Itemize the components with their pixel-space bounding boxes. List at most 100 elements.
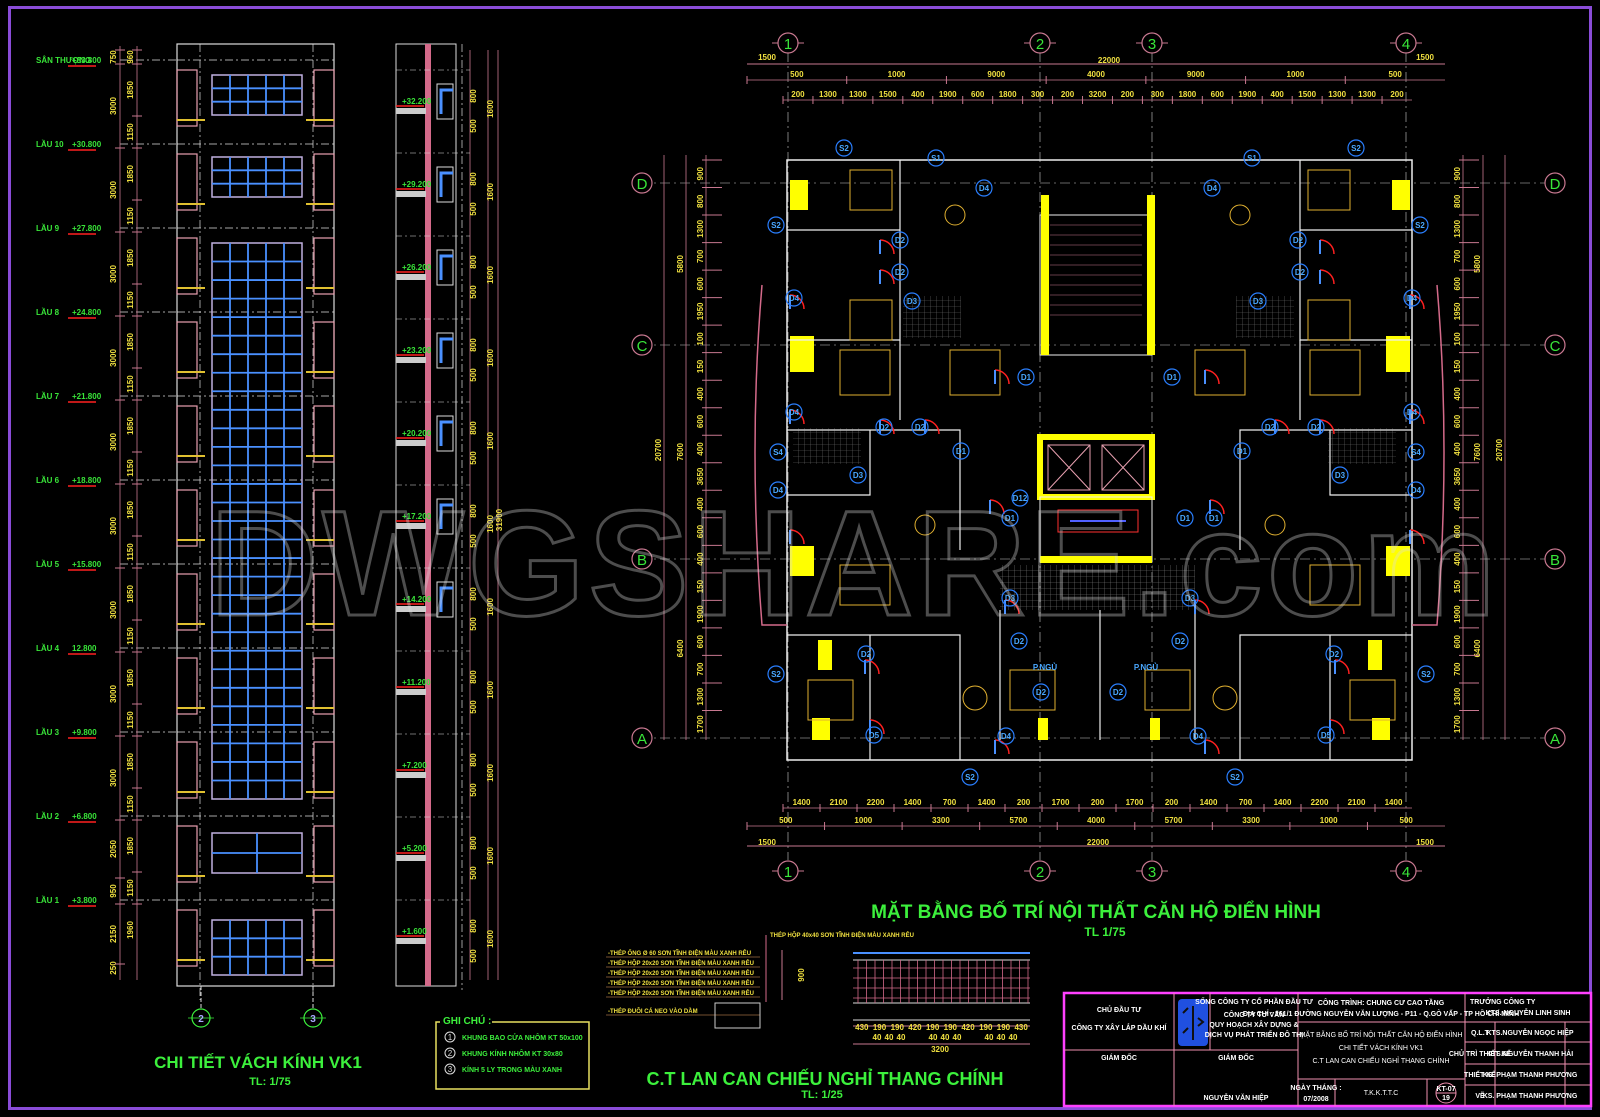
room-tag[interactable]: D5 (865, 726, 883, 744)
svg-text:150: 150 (1453, 579, 1462, 593)
room-tag[interactable]: D2 (857, 645, 875, 663)
railing-title: C.T LAN CAN CHIẾU NGHỈ THANG CHÍNH (647, 1068, 1004, 1089)
room-tag[interactable]: D3 (903, 292, 921, 310)
room-tag[interactable]: S2 (1411, 216, 1429, 234)
grid-bubble-D[interactable]: D (1544, 172, 1566, 194)
room-tag[interactable]: D2 (1307, 418, 1325, 436)
grid-bubble-3[interactable]: 3 (300, 1008, 326, 1028)
svg-text:1600: 1600 (486, 515, 495, 533)
room-tag[interactable]: D2 (1171, 632, 1189, 650)
room-tag[interactable]: D1 (1233, 442, 1251, 460)
room-tag[interactable]: D2 (1325, 645, 1343, 663)
grid-bubble-4[interactable]: 4 (1390, 860, 1422, 882)
grid-bubble-C[interactable]: C (631, 334, 653, 356)
svg-text:3: 3 (1148, 864, 1156, 881)
room-tag[interactable]: D2 (1261, 418, 1279, 436)
room-tag[interactable]: D4 (769, 481, 787, 499)
svg-text:SÂN THƯỢNG: SÂN THƯỢNG (36, 56, 91, 65)
room-tag[interactable]: D2 (1010, 632, 1028, 650)
room-tag[interactable]: D4 (975, 179, 993, 197)
room-tag[interactable]: D4 (1203, 179, 1221, 197)
room-tag[interactable]: D4 (785, 403, 803, 421)
grid-bubble-A[interactable]: A (1544, 727, 1566, 749)
svg-text:3: 3 (310, 1014, 316, 1025)
svg-text:CHỦ ĐẦU TƯ: CHỦ ĐẦU TƯ (1097, 1004, 1141, 1014)
grid-bubble-2[interactable]: 2 (1024, 860, 1056, 882)
room-tag[interactable]: S2 (835, 139, 853, 157)
room-tag[interactable]: D2 (1109, 683, 1127, 701)
room-tag[interactable]: D2 (891, 263, 909, 281)
svg-text:200: 200 (1390, 90, 1404, 99)
room-tag[interactable]: S2 (767, 665, 785, 683)
svg-text:150: 150 (1453, 359, 1462, 373)
room-tag[interactable]: S2 (1417, 665, 1435, 683)
room-tag[interactable]: D3 (1331, 466, 1349, 484)
room-tag[interactable]: D1 (1205, 509, 1223, 527)
room-tag[interactable]: D1 (1163, 368, 1181, 386)
svg-text:500: 500 (469, 451, 478, 465)
svg-text:1: 1 (784, 864, 792, 881)
room-tag[interactable]: S1 (1243, 149, 1261, 167)
grid-bubble-1[interactable]: 1 (772, 32, 804, 54)
room-tag[interactable]: D2 (1032, 683, 1050, 701)
room-tag[interactable]: D4 (1189, 727, 1207, 745)
grid-bubble-3[interactable]: 3 (1136, 32, 1168, 54)
room-tag[interactable]: S2 (961, 768, 979, 786)
room-tag[interactable]: D1 (1176, 509, 1194, 527)
svg-text:1600: 1600 (486, 432, 495, 450)
room-tag[interactable]: D1 (1017, 368, 1035, 386)
room-tag[interactable]: D2 (911, 418, 929, 436)
room-tag[interactable]: D4 (1407, 481, 1425, 499)
svg-text:200: 200 (1165, 798, 1179, 807)
svg-text:600: 600 (1453, 634, 1462, 648)
grid-bubble-1[interactable]: 1 (772, 860, 804, 882)
grid-bubble-D[interactable]: D (631, 172, 653, 194)
svg-text:600: 600 (696, 277, 705, 291)
grid-bubble-4[interactable]: 4 (1390, 32, 1422, 54)
svg-text:22000: 22000 (1098, 56, 1121, 65)
room-tag[interactable]: D3 (849, 466, 867, 484)
room-tag[interactable]: D2 (1291, 263, 1309, 281)
room-tag[interactable]: S2 (1226, 768, 1244, 786)
room-tag[interactable]: D4 (1403, 403, 1421, 421)
grid-bubble-C[interactable]: C (1544, 334, 1566, 356)
grid-bubble-2[interactable]: 2 (188, 1008, 214, 1028)
svg-text:KTS. NGUYỄN LINH SINH: KTS. NGUYỄN LINH SINH (1486, 1008, 1571, 1017)
svg-text:3000: 3000 (109, 601, 118, 619)
grid-bubble-A[interactable]: A (631, 727, 653, 749)
room-tag[interactable]: D3 (1001, 589, 1019, 607)
grid-bubble-B[interactable]: B (1544, 548, 1566, 570)
room-tag[interactable]: D2 (875, 418, 893, 436)
svg-text:500: 500 (469, 368, 478, 382)
room-tag[interactable]: S1 (927, 149, 945, 167)
room-tag[interactable]: D3 (1181, 589, 1199, 607)
svg-text:1850: 1850 (126, 81, 135, 99)
room-tag[interactable]: S2 (1347, 139, 1365, 157)
room-tag[interactable]: S4 (769, 443, 787, 461)
svg-text:1000: 1000 (888, 70, 906, 79)
room-tag[interactable]: D12 (1011, 489, 1029, 507)
svg-text:D2: D2 (895, 268, 906, 277)
room-tag[interactable]: D4 (1403, 289, 1421, 307)
svg-text:+18.800: +18.800 (72, 476, 102, 485)
room-tag[interactable]: S4 (1407, 443, 1425, 461)
room-tag[interactable]: D2 (1289, 231, 1307, 249)
room-tag[interactable]: D4 (785, 289, 803, 307)
room-tag[interactable]: D1 (952, 442, 970, 460)
grid-bubble-2[interactable]: 2 (1024, 32, 1056, 54)
room-tag[interactable]: D4 (997, 727, 1015, 745)
room-tag[interactable]: D2 (891, 231, 909, 249)
grid-bubble-3[interactable]: 3 (1136, 860, 1168, 882)
svg-text:20700: 20700 (654, 438, 663, 461)
room-tag[interactable]: D5 (1317, 726, 1335, 744)
room-tag[interactable]: D1 (1001, 509, 1019, 527)
room-tag[interactable]: S2 (767, 216, 785, 234)
grid-bubble-B[interactable]: B (631, 548, 653, 570)
svg-text:-THÉP HỘP 20x20 SƠN TĨNH ĐIỆN: -THÉP HỘP 20x20 SƠN TĨNH ĐIỆN MÀU XANH R… (608, 969, 754, 977)
svg-text:12.800: 12.800 (72, 644, 97, 653)
svg-text:+11.200: +11.200 (402, 678, 431, 687)
svg-text:40: 40 (1009, 1033, 1018, 1042)
svg-text:400: 400 (911, 90, 925, 99)
room-tag[interactable]: D3 (1249, 292, 1267, 310)
